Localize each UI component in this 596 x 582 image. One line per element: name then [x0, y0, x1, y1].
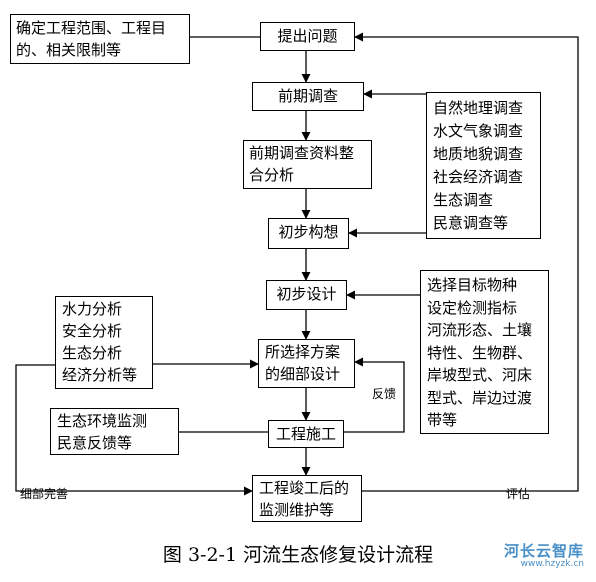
survey-item: 水文气象调查: [433, 122, 524, 140]
step-analysis-label: 前期调查资料整合分析: [249, 144, 355, 184]
figure-caption: 图 3-2-1 河流生态修复设计流程: [162, 544, 434, 566]
step-survey-label: 前期调查: [277, 87, 338, 105]
step-concept-label: 初步构想: [278, 223, 339, 241]
step-propose-label: 提出问题: [277, 27, 338, 45]
refine-label: 细部完善: [20, 487, 69, 501]
step-prelim-label: 初步设计: [276, 285, 337, 303]
indicator-item: 岸坡型式、河床: [427, 366, 533, 384]
analysis-item: 安全分析: [62, 322, 123, 340]
arrow-refine-loop: [15, 364, 253, 496]
step-monitoring-label: 工程竣工后的监测维护等: [259, 479, 350, 519]
indicator-item: 型式、岸边过渡: [427, 388, 533, 407]
indicator-item: 河流形态、土壤: [427, 321, 533, 339]
scope-line: 确定工程范围、工程目: [16, 19, 167, 37]
scope-line: 的、相关限制等: [16, 41, 122, 59]
survey-item: 自然地理调查: [433, 99, 524, 117]
indicator-item: 选择目标物种: [427, 276, 518, 294]
step-post-completion-monitoring: 工程竣工后的监测维护等: [252, 475, 362, 522]
analysis-item: 生态分析: [62, 344, 123, 362]
watermark-logo: 河长云智库 www.hzyzk.cn: [504, 540, 584, 569]
step-construction-label: 工程施工: [275, 425, 336, 443]
step-preliminary-survey: 前期调查: [252, 82, 364, 111]
indicator-item: 设定检测指标: [427, 298, 518, 317]
analysis-item: 经济分析等: [62, 366, 138, 384]
step-preliminary-design: 初步设计: [266, 280, 347, 310]
monitor-item: 民意反馈等: [57, 434, 133, 452]
step-detail-design: 所选择方案的细部设计: [258, 339, 355, 388]
monitor-item: 生态环境监测: [57, 412, 148, 430]
step-survey-analysis: 前期调查资料整合分析: [243, 140, 372, 189]
survey-item: 社会经济调查: [433, 168, 524, 186]
analyses-box: 水力分析 安全分析 生态分析 经济分析等: [55, 296, 153, 389]
watermark-url: www.hzyzk.cn: [520, 559, 584, 569]
step-propose-problem: 提出问题: [260, 22, 355, 51]
analysis-item: 水力分析: [62, 300, 123, 318]
survey-item: 民意调查等: [433, 214, 509, 232]
feedback-label: 反馈: [372, 387, 397, 401]
survey-item: 生态调查: [433, 191, 494, 209]
survey-item: 地质地貌调查: [433, 145, 524, 163]
indicator-item: 带等: [427, 411, 458, 429]
indicators-box: 选择目标物种 设定检测指标 河流形态、土壤 特性、生物群、 岸坡型式、河床 型式…: [420, 270, 549, 434]
evaluate-label: 评估: [506, 487, 531, 501]
step-construction: 工程施工: [268, 420, 344, 448]
watermark-name: 河长云智库: [503, 542, 584, 560]
arrow-feedback-loop: [344, 357, 405, 433]
scope-box: 确定工程范围、工程目 的、相关限制等: [10, 14, 190, 64]
monitor-feedback-box: 生态环境监测 民意反馈等: [50, 408, 179, 455]
indicator-item: 特性、生物群、: [427, 343, 533, 362]
arrow-evaluate-loop: [354, 32, 579, 492]
step-detail-label: 所选择方案的细部设计: [265, 343, 341, 383]
survey-list-box: 自然地理调查 水文气象调查 地质地貌调查 社会经济调查 生态调查 民意调查等: [426, 92, 541, 239]
step-initial-concept: 初步构想: [268, 218, 349, 249]
